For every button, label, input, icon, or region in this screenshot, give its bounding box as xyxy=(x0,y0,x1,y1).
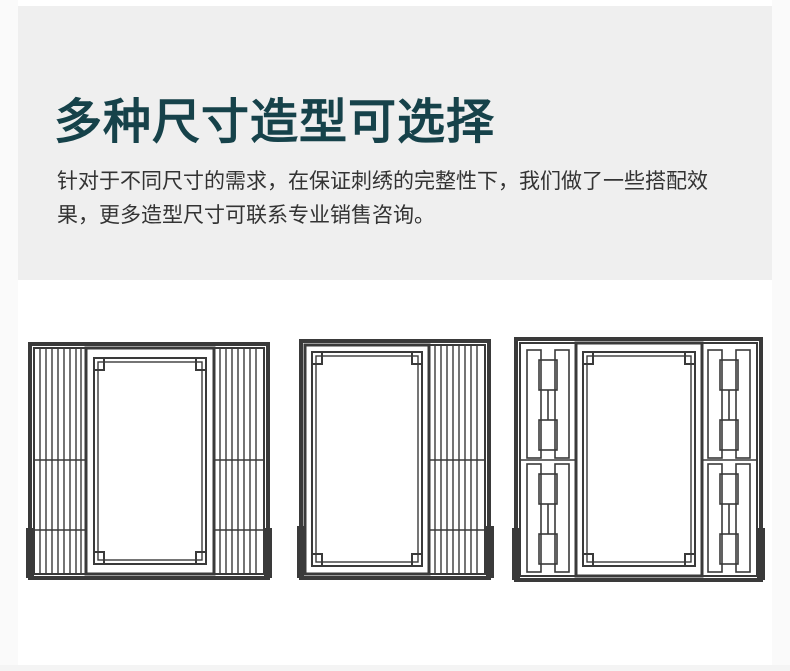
screen-style-1 xyxy=(24,340,274,582)
screen-illustration xyxy=(512,337,765,582)
screen-illustration xyxy=(297,339,494,580)
section-description: 针对于不同尺寸的需求，在保证刺绣的完整性下，我们做了一些搭配效果，更多造型尺寸可… xyxy=(57,169,708,227)
page-margin-left xyxy=(0,0,18,671)
page-margin-right xyxy=(772,0,790,671)
screen-style-2 xyxy=(296,338,496,582)
top-divider xyxy=(18,0,772,6)
section-title: 多种尺寸造型可选择 xyxy=(54,94,496,150)
screen-style-3 xyxy=(511,336,767,584)
header-panel xyxy=(18,6,772,280)
bottom-divider xyxy=(0,665,790,671)
screen-illustration xyxy=(26,342,272,580)
